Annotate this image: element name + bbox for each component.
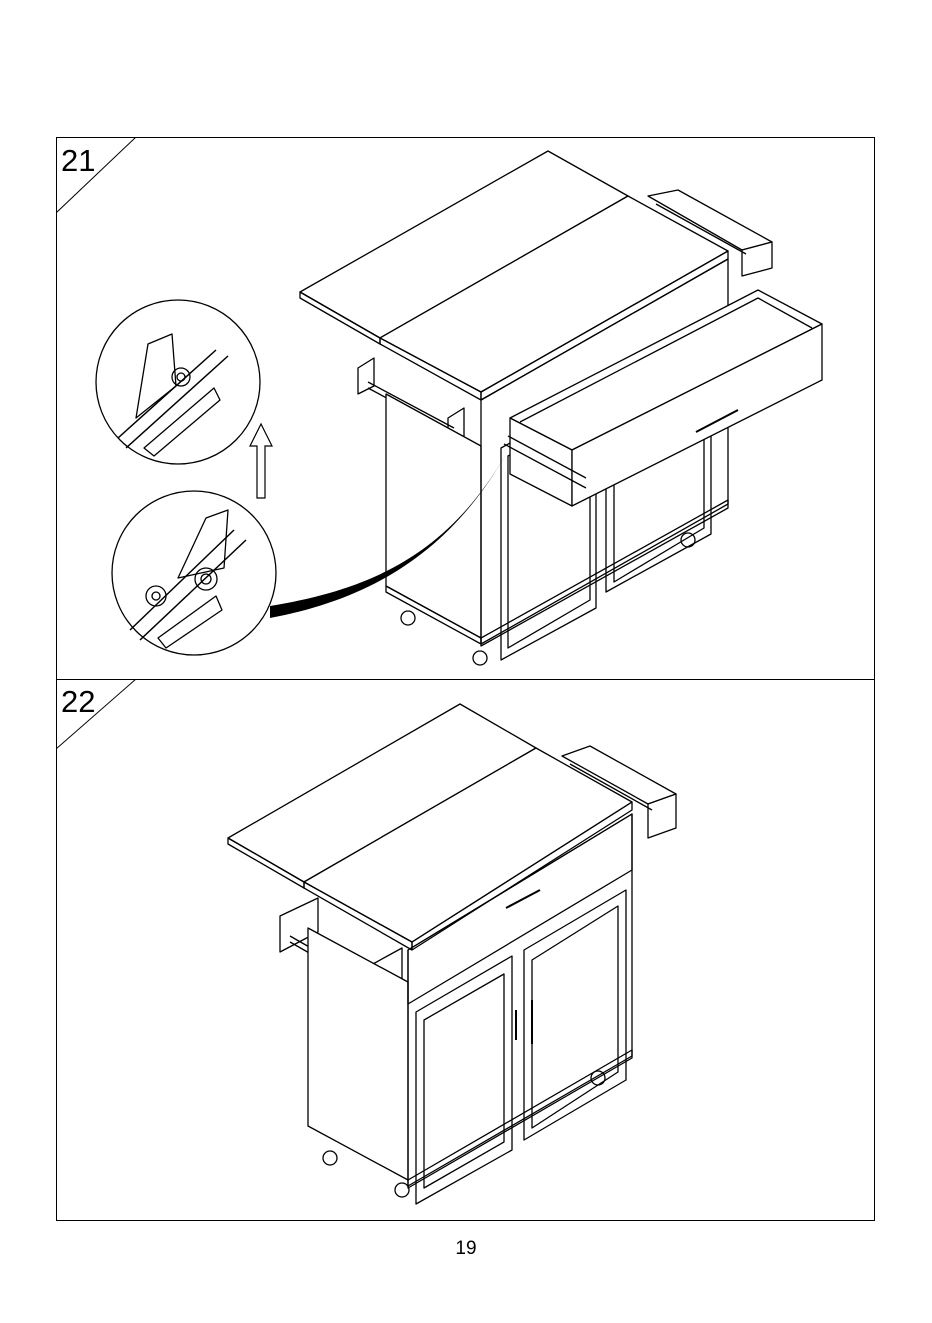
page-number: 19 [0, 1238, 932, 1260]
step-21-illustration [56, 138, 875, 678]
step-22-illustration [56, 680, 875, 1220]
detail-circle-before [96, 300, 260, 464]
detail-circle-after [112, 491, 276, 655]
arrow-up-icon [250, 424, 272, 498]
